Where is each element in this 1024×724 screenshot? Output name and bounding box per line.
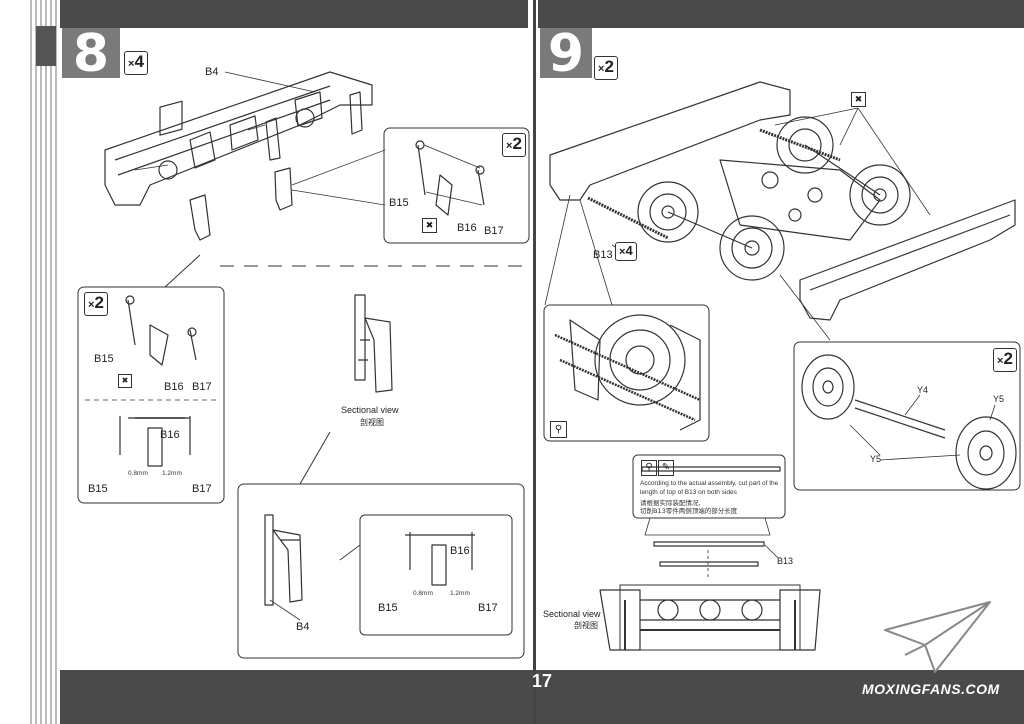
label-b15-detail2: B15 bbox=[94, 353, 114, 365]
detail-multiplier-top-value: 2 bbox=[512, 134, 522, 153]
side-frame-b4 bbox=[104, 71, 373, 206]
label-y5-b: Y5 bbox=[870, 454, 882, 464]
label-b16-section2: B16 bbox=[450, 545, 470, 557]
label-b13-rod: B13 bbox=[593, 249, 613, 261]
label-b16-detail1: B16 bbox=[457, 222, 477, 234]
sectional-view-en-9: Sectional view bbox=[543, 609, 601, 619]
center-fold bbox=[533, 0, 536, 724]
detail-multiplier-left-value: 2 bbox=[94, 293, 104, 312]
gap-left-1: 0.8mm bbox=[128, 470, 148, 477]
detail-multiplier-top: ×2 bbox=[502, 133, 526, 157]
label-b17-detail2: B17 bbox=[192, 381, 212, 393]
gap-right-1: 1.2mm bbox=[162, 470, 182, 477]
gap-right-2: 1.2mm bbox=[450, 590, 470, 597]
no-glue-icon-2: ✖ bbox=[118, 374, 132, 388]
wheelset-multiplier-value: 2 bbox=[1003, 349, 1013, 368]
knife-icon: ✎ bbox=[658, 460, 674, 476]
magnify-icon: ⚲ bbox=[550, 421, 567, 438]
label-b17-section2: B17 bbox=[478, 602, 498, 614]
no-glue-icon: ✖ bbox=[422, 218, 437, 233]
watermark: MOXINGFANS.COM bbox=[862, 681, 1000, 697]
label-b16-detail2: B16 bbox=[164, 381, 184, 393]
label-y4: Y4 bbox=[917, 385, 929, 395]
label-b15-section2: B15 bbox=[378, 602, 398, 614]
page-edge-stripes bbox=[30, 0, 60, 724]
label-b4-section: B4 bbox=[296, 621, 310, 633]
top-band-left bbox=[58, 0, 528, 28]
step-8-multiplier: ×4 bbox=[124, 51, 148, 75]
magnify-icon-2: ⚲ bbox=[641, 460, 657, 476]
top-band-right bbox=[538, 0, 1024, 28]
no-glue-icon-3: ✖ bbox=[851, 92, 866, 107]
label-b4-frame: B4 bbox=[205, 66, 219, 78]
bogie-assembly bbox=[549, 81, 1016, 321]
sectional-view-cn-9: 剖视图 bbox=[574, 621, 598, 630]
step-8-number: 8 bbox=[62, 28, 120, 80]
cut-note-cn-1: 请根据实际装配情况, bbox=[640, 499, 701, 507]
cut-note-en: According to the actual assembly, cut pa… bbox=[640, 480, 779, 496]
step-9-number: 9 bbox=[540, 28, 592, 80]
step-8-multiplier-value: 4 bbox=[134, 52, 144, 71]
label-y5-a: Y5 bbox=[993, 394, 1005, 404]
rod-multiplier-value: 4 bbox=[625, 243, 633, 258]
label-b16-section1: B16 bbox=[160, 429, 180, 441]
label-b15-detail1: B15 bbox=[389, 197, 409, 209]
label-b13-cut: B13 bbox=[777, 556, 794, 566]
page-number: 17 bbox=[532, 671, 553, 691]
bottom-band bbox=[58, 670, 1024, 724]
bracket-1 bbox=[189, 194, 211, 241]
step-9-multiplier-value: 2 bbox=[604, 57, 614, 76]
wheelset-multiplier: ×2 bbox=[993, 348, 1017, 372]
label-b17-detail1: B17 bbox=[484, 225, 504, 237]
sectional-view-en-8: Sectional view bbox=[341, 405, 399, 415]
gap-left-2: 0.8mm bbox=[413, 590, 433, 597]
rod-multiplier: ×4 bbox=[615, 242, 637, 261]
label-b17-section1: B17 bbox=[192, 483, 212, 495]
label-b15-section1: B15 bbox=[88, 483, 108, 495]
step-9-multiplier: ×2 bbox=[594, 56, 618, 80]
cut-note-cn-2: 切削B13零件两侧顶端的部分长度 bbox=[640, 507, 738, 515]
bracket-2 bbox=[274, 167, 293, 211]
page-edge-dark bbox=[36, 26, 56, 66]
sectional-view-cn-8: 剖视图 bbox=[360, 418, 384, 427]
detail-multiplier-left: ×2 bbox=[84, 292, 108, 316]
